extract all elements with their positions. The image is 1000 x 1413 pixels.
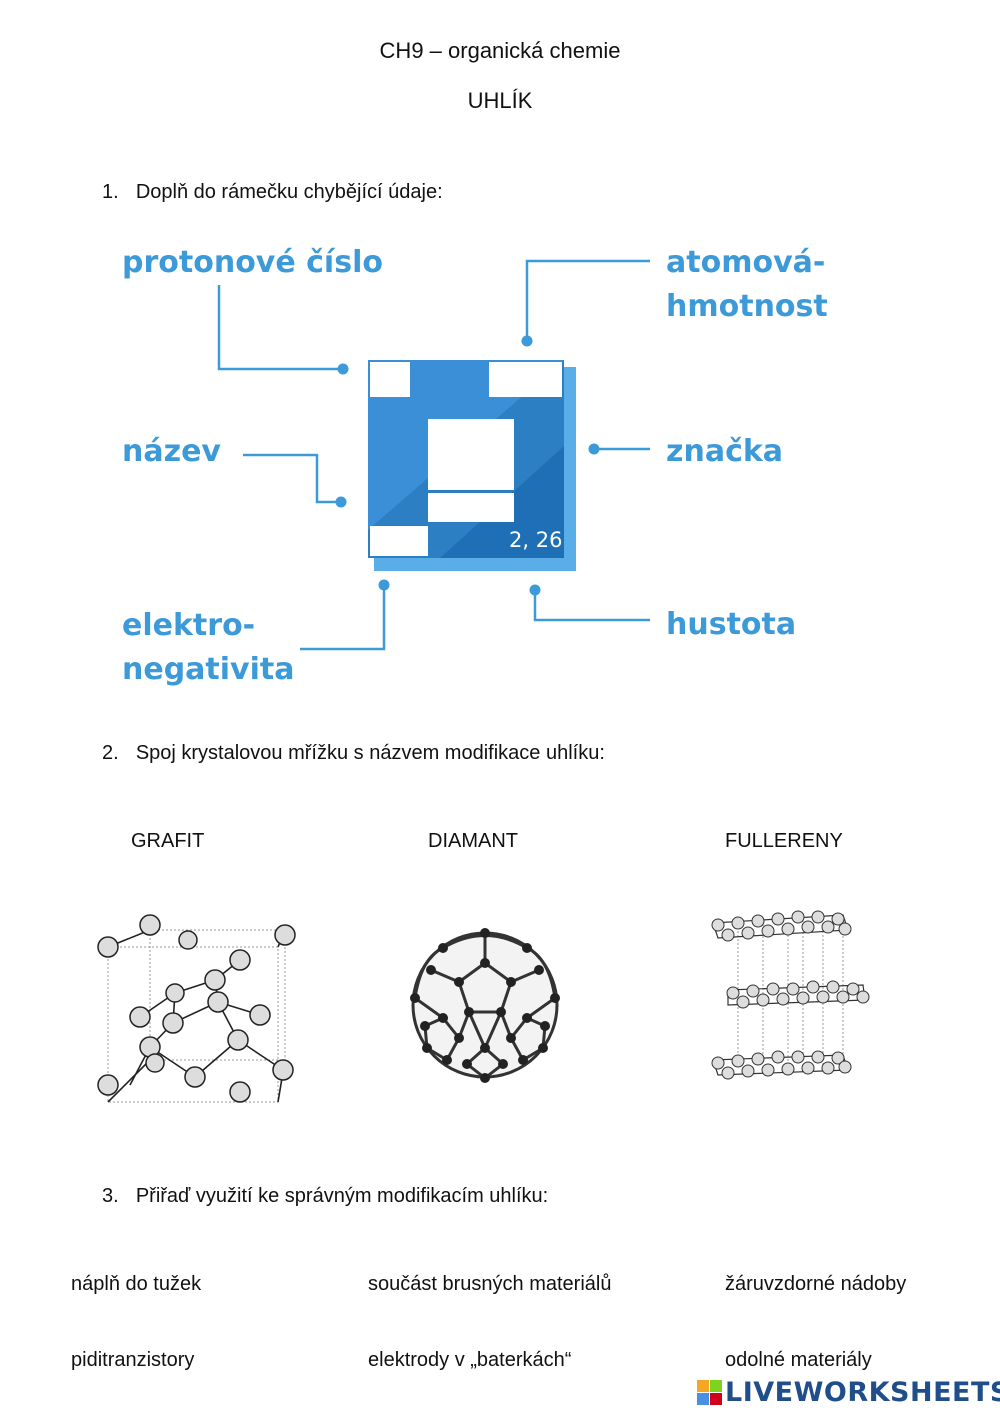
label-znacka: značka xyxy=(666,434,784,469)
label-atomova-2: hmotnost xyxy=(666,289,828,324)
connector-nazev xyxy=(243,453,341,504)
blank-protonove[interactable] xyxy=(370,362,410,397)
task-3-number: 3. xyxy=(102,1185,119,1207)
graphite-layers-icon[interactable] xyxy=(703,905,873,1085)
modification-diamant[interactable]: DIAMANT xyxy=(428,830,518,852)
fullerene-icon[interactable] xyxy=(403,918,568,1088)
label-elektro-1: elektro- xyxy=(122,608,256,643)
liveworksheets-logo-icon xyxy=(697,1380,722,1405)
brand-wordmark: LIVEWORKSHEETS xyxy=(725,1377,1000,1408)
blank-znacka[interactable] xyxy=(428,419,514,490)
worksheet-subtitle: UHLÍK xyxy=(467,88,533,113)
task-1-text: Doplň do rámečku chybějící údaje: xyxy=(135,181,443,203)
use-item[interactable]: piditranzistory xyxy=(71,1349,195,1371)
connector-hustota xyxy=(533,590,650,622)
label-hustota: hustota xyxy=(666,607,797,642)
blank-nazev[interactable] xyxy=(428,493,514,522)
use-item[interactable]: náplň do tužek xyxy=(71,1273,202,1295)
connector-atomova xyxy=(525,259,650,339)
label-protonove: protonové číslo xyxy=(122,245,383,280)
task-3-text: Přiřaď využití ke správným modifikacím u… xyxy=(135,1185,549,1207)
task-2: 2. Spoj krystalovou mřížku s názvem modi… xyxy=(102,742,605,765)
blank-elektro[interactable] xyxy=(370,526,428,556)
use-item[interactable]: součást brusných materiálů xyxy=(368,1273,612,1295)
task-2-text: Spoj krystalovou mřížku s názvem modifik… xyxy=(135,742,605,764)
connector-protonove xyxy=(217,285,343,371)
element-tile-diagram xyxy=(217,259,650,651)
use-item[interactable]: elektrody v „baterkách“ xyxy=(368,1349,572,1371)
diamond-lattice-icon[interactable] xyxy=(90,905,305,1105)
use-item[interactable]: žáruvzdorné nádoby xyxy=(725,1273,907,1295)
label-atomova-1: atomová- xyxy=(666,245,826,280)
label-nazev: název xyxy=(122,434,221,469)
tile-hustota-value: 2, 26 xyxy=(509,528,563,552)
modification-fullereny[interactable]: FULLERENY xyxy=(725,830,843,852)
task-3: 3. Přiřaď využití ke správným modifikací… xyxy=(102,1185,548,1208)
worksheet-title: CH9 – organická chemie xyxy=(379,38,621,63)
task-2-number: 2. xyxy=(102,742,119,764)
modification-grafit[interactable]: GRAFIT xyxy=(131,830,205,852)
use-item[interactable]: odolné materiály xyxy=(725,1349,872,1371)
connector-elektro xyxy=(300,586,386,651)
blank-atomova[interactable] xyxy=(489,362,562,397)
task-1: 1. Doplň do rámečku chybějící údaje: xyxy=(102,181,443,204)
task-1-number: 1. xyxy=(102,181,119,203)
label-elektro-2: negativita xyxy=(122,652,295,687)
